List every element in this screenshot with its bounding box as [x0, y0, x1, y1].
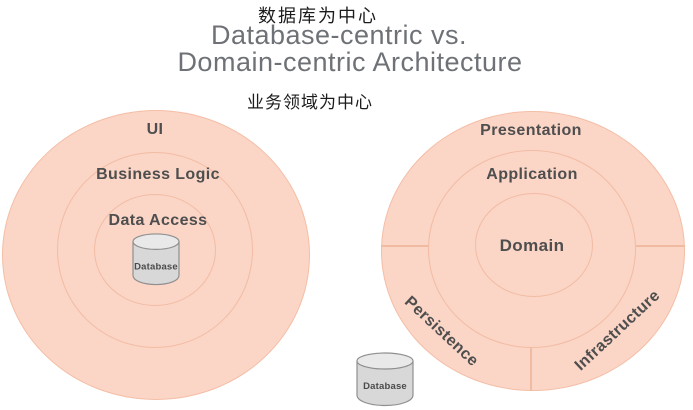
right-middle-ring	[428, 150, 636, 348]
right-divider-left	[381, 245, 429, 247]
right-ring-label-domain: Domain	[499, 236, 565, 255]
right-database-label: Database	[363, 381, 407, 392]
left-ring-label-business-logic: Business Logic	[96, 166, 220, 183]
right-inner-ring	[475, 193, 593, 297]
left-ring-label-ui: UI	[146, 121, 164, 138]
right-divider-bottom	[530, 348, 532, 391]
right-ring-label-application: Application	[486, 166, 578, 183]
page-title-line2: Domain-centric Architecture	[177, 47, 523, 77]
page-title-line1: Database-centric vs.	[210, 20, 468, 50]
left-middle-ring	[57, 152, 253, 348]
right-ring-label-presentation: Presentation	[480, 122, 582, 139]
left-inner-ring	[94, 194, 216, 306]
left-ring-label-data-access: Data Access	[108, 212, 208, 229]
database-cylinder-icon: Database	[356, 352, 414, 407]
database-cylinder-icon: Database	[132, 233, 180, 286]
left-database-label: Database	[134, 262, 178, 272]
right-divider-right	[636, 245, 685, 247]
caption-domain-centric: 业务领域为中心	[247, 93, 373, 112]
caption-database-centric: 数据库为中心	[258, 6, 378, 26]
